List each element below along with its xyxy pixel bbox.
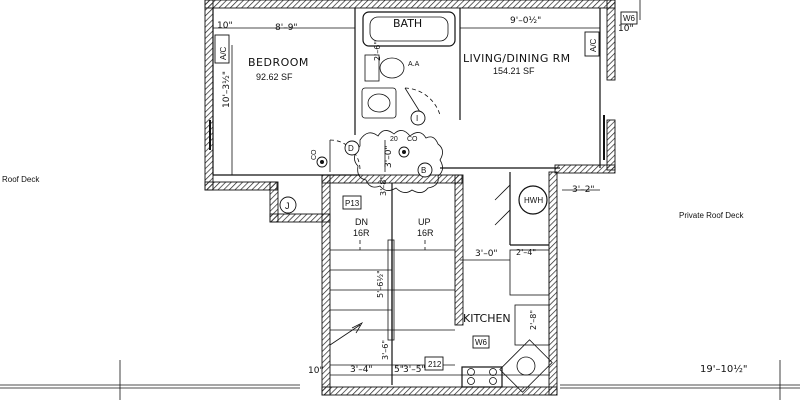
panel-tag-box xyxy=(342,195,362,210)
dim-living-width: 9'–0½" xyxy=(510,16,541,26)
sink-kitchen xyxy=(499,339,553,393)
tag-i xyxy=(410,110,426,126)
bath-name: BATH xyxy=(393,17,422,30)
tag-d xyxy=(344,140,360,156)
stairs xyxy=(329,183,455,385)
interior-walls xyxy=(212,8,601,246)
dim-hall-width: 3'–0" xyxy=(384,145,394,168)
panel-bottom-tag: 212 xyxy=(428,360,442,369)
roof-deck-label: Roof Deck xyxy=(2,175,40,184)
panel-tag: P13 xyxy=(345,199,360,208)
dim-hall-depth: 3'–8" xyxy=(379,176,388,196)
window-tag-box-top xyxy=(620,11,638,25)
hall-20-label: 20 xyxy=(390,136,398,143)
deck-dimension: 19'–10½" xyxy=(700,363,748,375)
stair-up-risers: 16R xyxy=(417,228,434,238)
dim-bed-width: 8'–9" xyxy=(275,23,298,33)
bathtub xyxy=(362,11,456,47)
window-tag-top: W6 xyxy=(623,14,636,23)
door-i-label: I xyxy=(416,114,418,123)
range xyxy=(461,366,503,388)
co-circle-2 xyxy=(398,146,410,158)
panel-bottom-box xyxy=(424,356,444,371)
left-deck-outline xyxy=(0,360,300,400)
closet-co2-label: CO xyxy=(407,136,418,143)
dim-bottom-left-wall: 10" xyxy=(308,366,324,376)
sink xyxy=(361,87,397,119)
stair-down-dir: DN xyxy=(355,217,368,227)
bath-code-label: A.A xyxy=(408,61,420,68)
kitchen-counter xyxy=(509,249,550,346)
private-roof-deck-label: Private Roof Deck xyxy=(679,211,744,220)
exterior-walls xyxy=(204,0,616,396)
dim-bed-depth: 10'–3½" xyxy=(222,71,232,108)
dim-vanity: 2'–6" xyxy=(373,41,382,61)
ac-unit-bedroom xyxy=(214,34,230,64)
ac-bedroom-label: A/C xyxy=(219,46,228,60)
dim-stair-run: 5'–6½" xyxy=(376,270,385,298)
door-j-label: J xyxy=(285,201,290,211)
dim-counter: 2'–4" xyxy=(516,248,536,257)
dim-kitchen-gap: 3'–0" xyxy=(475,249,498,259)
door-d-label: D xyxy=(348,144,354,153)
hall-closet-cloud xyxy=(354,130,443,193)
dim-living-right-wall: 10" xyxy=(618,24,634,34)
stair-up-dir: UP xyxy=(418,217,431,227)
dim-bottom-stair: 3'–4" xyxy=(350,365,373,375)
dim-fridge: 2'–8" xyxy=(529,310,538,330)
tag-b xyxy=(417,162,433,178)
kitchen-door xyxy=(494,184,511,226)
living-area: 154.21 SF xyxy=(493,66,535,76)
window-tag-kitchen: W6 xyxy=(475,338,488,347)
dim-bottom-mid: 5" xyxy=(394,365,404,375)
bedroom-area: 92.62 SF xyxy=(256,72,293,82)
ac-unit-living xyxy=(584,31,600,57)
right-deck-outline xyxy=(560,0,800,400)
tag-j xyxy=(279,196,297,214)
co-circle-1 xyxy=(316,156,328,168)
kitchen-name: KITCHEN xyxy=(463,312,511,325)
water-heater xyxy=(518,185,548,215)
dim-bottom-right: 3'–5" xyxy=(403,365,426,375)
window-tag-box-kitchen xyxy=(472,335,490,349)
dimension-lines xyxy=(213,27,600,376)
toilet xyxy=(364,54,405,82)
dim-bed-left-wall: 10" xyxy=(217,21,233,31)
living-name: LIVING/DINING RM xyxy=(463,52,571,65)
bedroom-name: BEDROOM xyxy=(248,56,309,69)
ac-living-label: A/C xyxy=(589,38,598,52)
closet-co1-label: CO xyxy=(311,149,318,160)
stair-down-risers: 16R xyxy=(353,228,370,238)
dim-closet-width: 3'–2" xyxy=(572,185,595,195)
dim-stair-landing: 3'–6" xyxy=(381,340,390,360)
door-b-label: B xyxy=(421,166,426,175)
hwh-label: HWH xyxy=(524,196,543,205)
